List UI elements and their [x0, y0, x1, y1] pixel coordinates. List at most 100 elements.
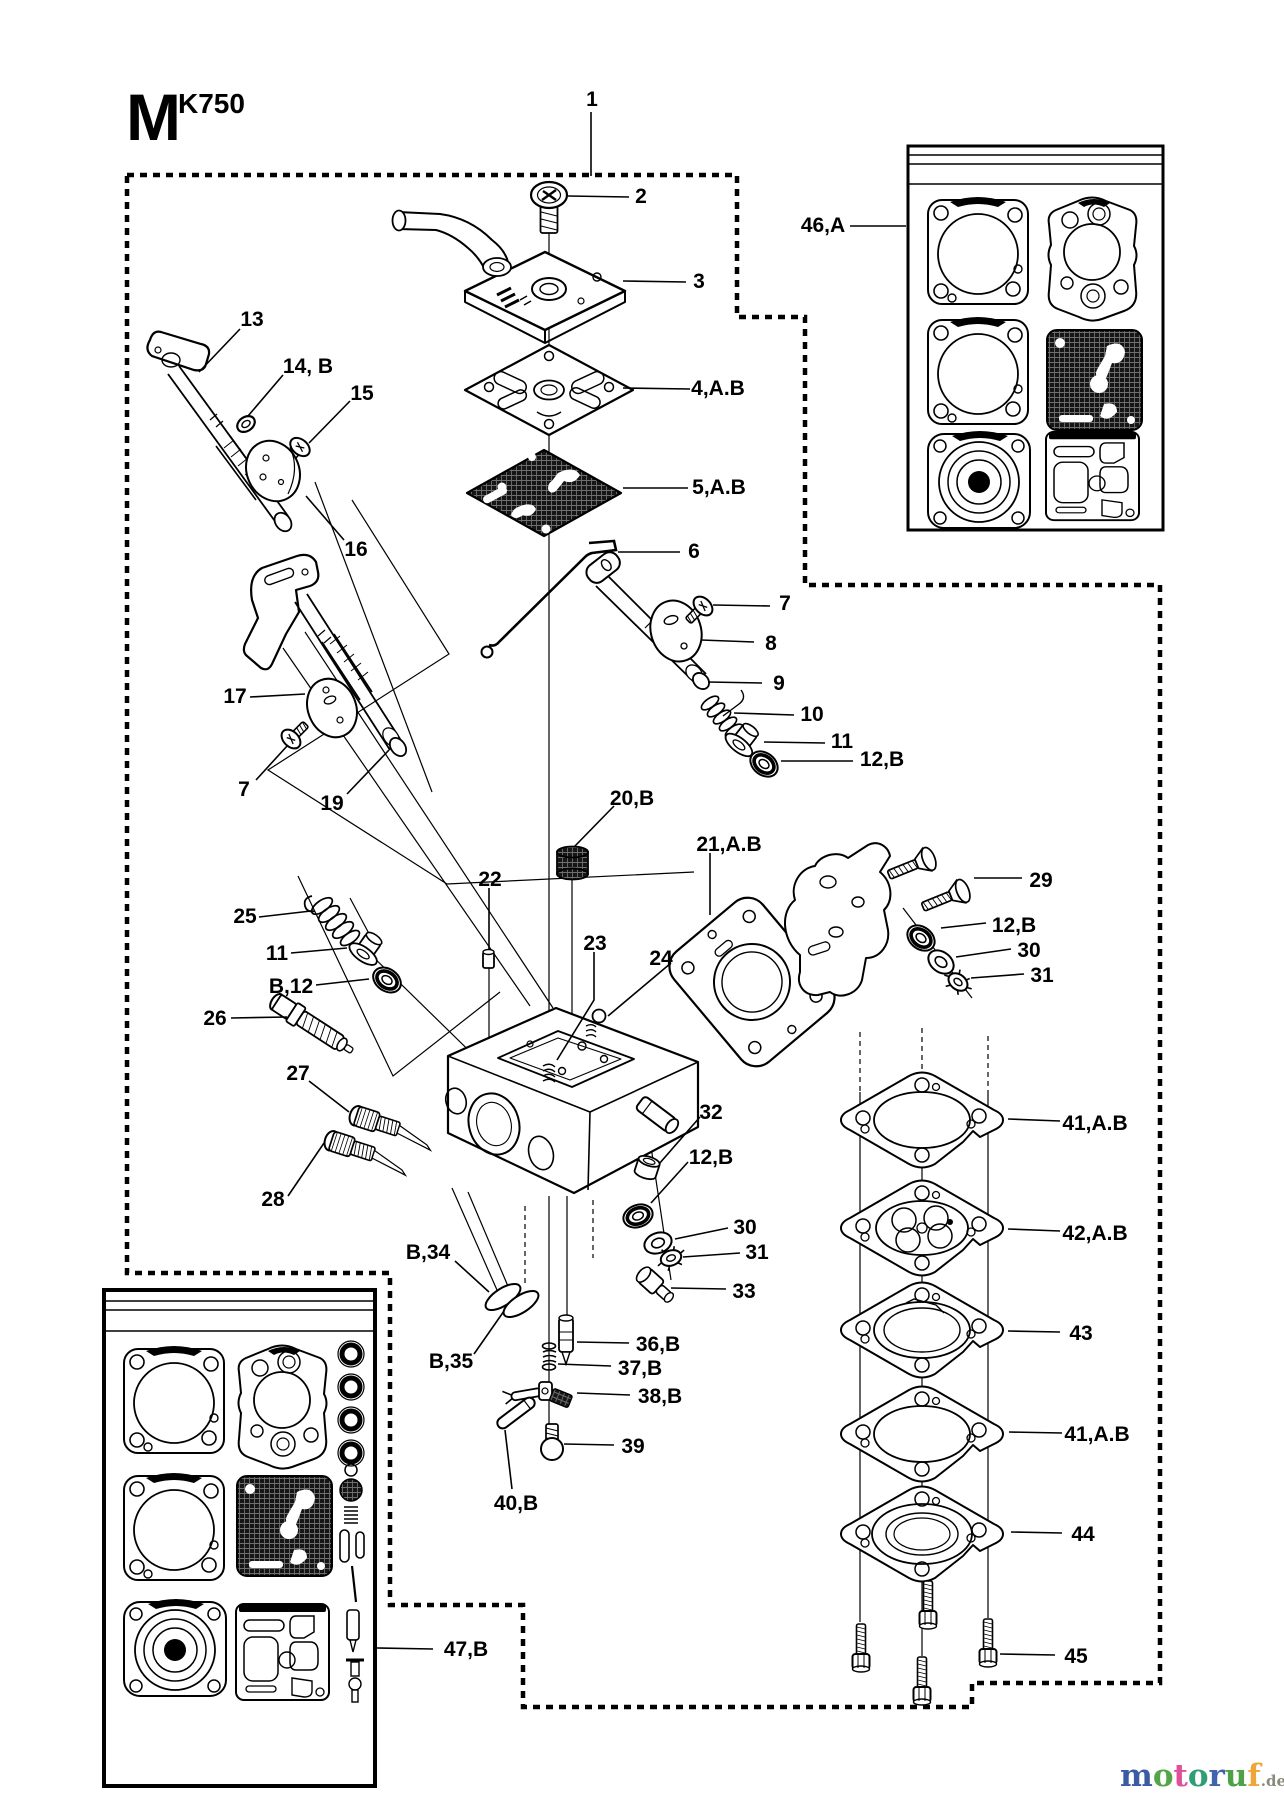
part-bushing-11-left	[348, 931, 383, 966]
kit47-pump-diaphragm	[237, 1344, 328, 1470]
wm-letter-r: r	[1209, 1758, 1226, 1794]
part-shaft-19	[242, 553, 408, 757]
part-carb-body	[444, 1006, 700, 1195]
callout-2: 2	[635, 185, 647, 208]
callout-12b-right-top: 12,B	[860, 748, 904, 771]
kit47-small-parts	[337, 1340, 365, 1703]
leader-lines	[198, 112, 1063, 1656]
callout-22: 22	[478, 868, 501, 891]
callout-13: 13	[240, 308, 263, 331]
callout-4ab: 4,A.B	[691, 377, 745, 400]
part-screw-39	[540, 1423, 564, 1461]
callout-36b: 36,B	[636, 1333, 680, 1356]
callout-b34: B,34	[406, 1241, 451, 1264]
callout-6: 6	[688, 540, 700, 563]
part-pin-40b	[496, 1396, 536, 1430]
callout-45: 45	[1064, 1645, 1088, 1668]
wm-letter-t: t	[1174, 1758, 1189, 1794]
part-spring-23	[542, 1063, 556, 1083]
callout-31-center: 31	[745, 1241, 769, 1264]
callout-12b-center: 12,B	[689, 1146, 733, 1169]
part-spring-25	[303, 895, 361, 947]
kit-box-46a	[906, 144, 1165, 532]
callout-9: 9	[773, 672, 785, 695]
kit47-diaphragm	[123, 1598, 227, 1697]
part-screw-2	[529, 180, 569, 234]
kit46-gasket-1	[927, 196, 1029, 305]
callout-8: 8	[765, 632, 777, 655]
callout-15: 15	[350, 382, 374, 405]
wm-suffix: .de	[1261, 1772, 1284, 1790]
diaphragm-43	[840, 1281, 1004, 1379]
part-screen-20b	[556, 845, 589, 881]
wm-letter-f: f	[1247, 1758, 1262, 1794]
callout-12b-right: 12,B	[992, 914, 1036, 937]
callout-39: 39	[621, 1435, 644, 1458]
callout-33: 33	[732, 1280, 755, 1303]
part-rod-6	[480, 539, 618, 659]
callout-27: 27	[286, 1062, 309, 1085]
part-pin-22	[482, 948, 495, 969]
callout-42ab: 42,A.B	[1062, 1222, 1127, 1245]
callout-b35: B,35	[429, 1350, 474, 1373]
kit46-pump-diaphragm	[1047, 196, 1138, 322]
callout-5ab: 5,A.B	[692, 476, 746, 499]
model-number: K750	[178, 88, 245, 119]
callout-16: 16	[344, 538, 367, 561]
callout-43: 43	[1069, 1322, 1092, 1345]
callout-1: 1	[586, 88, 598, 111]
cover-44	[840, 1485, 1004, 1583]
callout-19: 19	[320, 792, 343, 815]
callout-40b: 40,B	[494, 1492, 538, 1515]
callout-11-right: 11	[831, 730, 854, 753]
callout-7-left: 7	[238, 778, 250, 801]
part-ball-24	[585, 1008, 607, 1038]
part-plug-32	[633, 1154, 661, 1181]
part-pump-cover-3	[391, 209, 627, 344]
part-screen-5	[465, 448, 623, 538]
part-gasket-21	[668, 896, 836, 1068]
part-needle-36b	[558, 1314, 574, 1367]
kit46-gasket-2	[927, 316, 1029, 425]
part-plugs-b34-b35	[484, 1282, 540, 1319]
diaphragm-42	[840, 1179, 1004, 1277]
callout-21ab: 21,A.B	[696, 833, 761, 856]
callout-24: 24	[649, 947, 673, 970]
part-oring-14b	[236, 414, 256, 434]
callout-37b: 37,B	[618, 1357, 662, 1380]
diaphragm-41-bottom	[840, 1385, 1004, 1483]
callout-44: 44	[1071, 1523, 1095, 1546]
callout-31-right: 31	[1030, 964, 1054, 987]
callout-23: 23	[583, 932, 606, 955]
callout-17: 17	[223, 685, 246, 708]
callout-11-left: 11	[266, 942, 289, 965]
part-bracket	[783, 842, 892, 997]
callout-20b: 20,B	[610, 787, 654, 810]
watermark-logo: motoruf.de	[1120, 1758, 1284, 1794]
part-plate-16	[245, 439, 301, 503]
callout-32: 32	[699, 1101, 722, 1124]
callout-25: 25	[233, 905, 257, 928]
part-gasket-4	[463, 343, 635, 437]
callout-10: 10	[800, 703, 823, 726]
kit47-gasket-2	[123, 1472, 225, 1581]
wm-letter-m: m	[1120, 1758, 1153, 1794]
callout-b12: B,12	[269, 975, 313, 998]
kit46-diaphragm	[927, 430, 1031, 529]
callout-38b: 38,B	[638, 1385, 682, 1408]
kit47-gasket-1	[123, 1345, 225, 1454]
callout-29: 29	[1029, 869, 1052, 892]
part-spring-37b	[541, 1342, 557, 1371]
kit-box-47b	[102, 1288, 377, 1788]
wm-letter-o1: o	[1153, 1758, 1174, 1794]
part-lever-38b	[502, 1381, 573, 1408]
callout-41ab-bottom: 41,A.B	[1064, 1423, 1129, 1446]
kit46-plate	[1045, 430, 1140, 522]
kit46-screen	[1046, 329, 1143, 431]
part-shaft-13	[146, 330, 293, 533]
part-plate-17	[306, 677, 358, 739]
kit47-plate	[235, 1603, 330, 1701]
callout-3: 3	[693, 270, 705, 293]
